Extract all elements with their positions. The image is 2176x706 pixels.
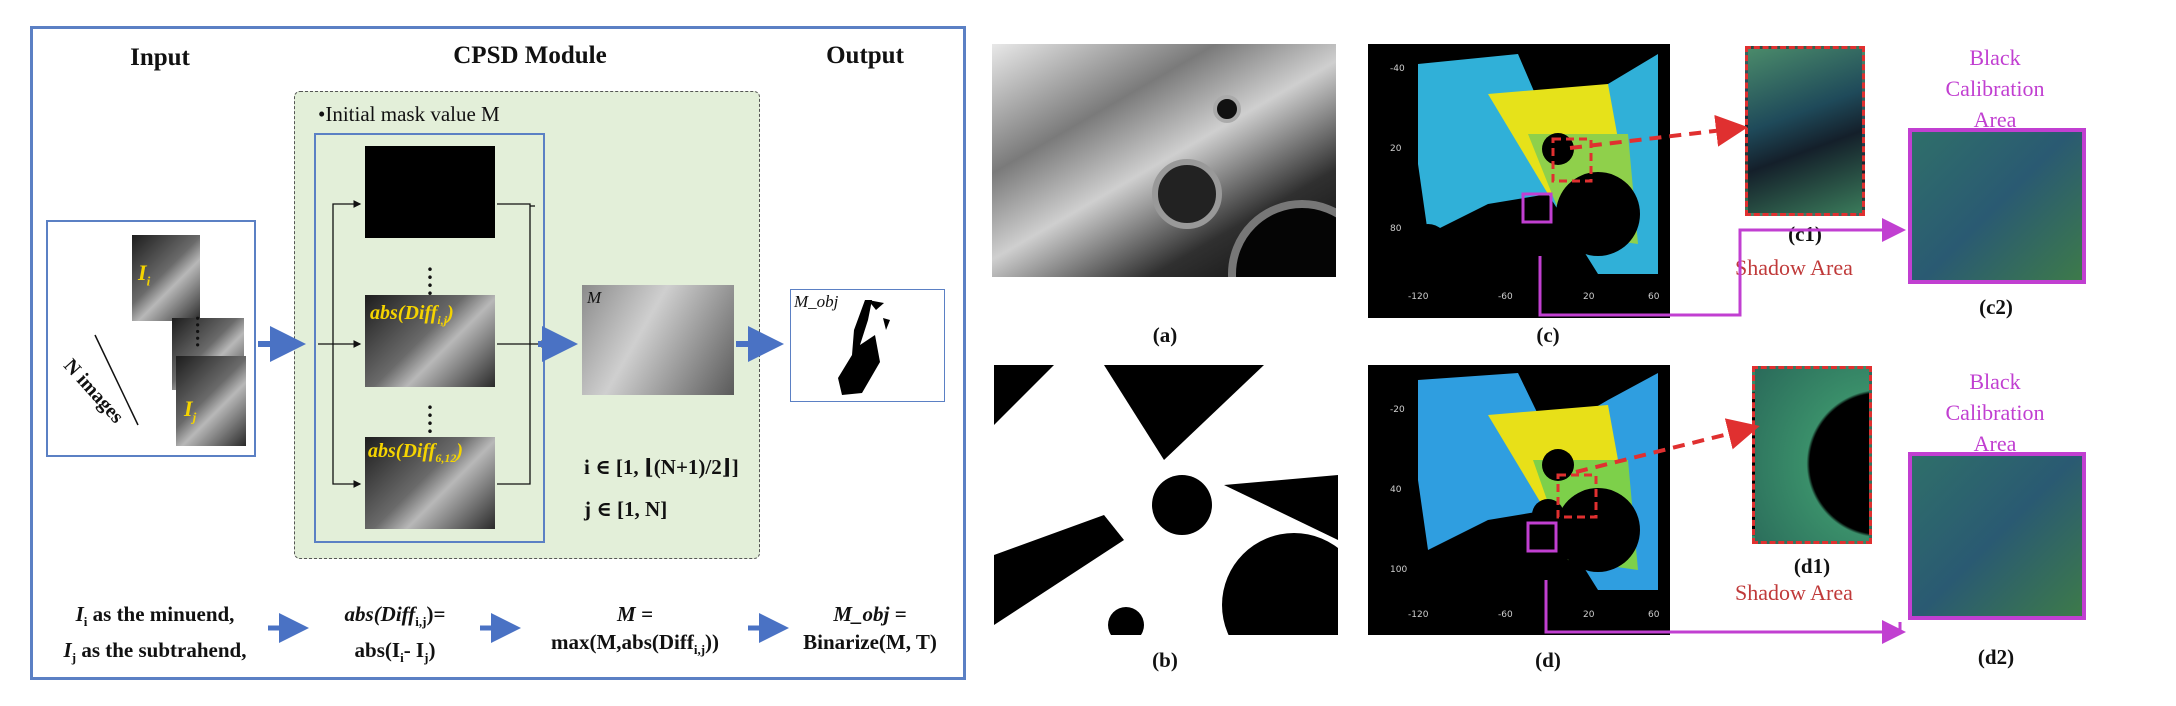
caption-d1: (d1): [1793, 554, 1831, 578]
input-image-i: [132, 235, 200, 321]
diagram-connectors: [94, 200, 890, 643]
index-j-range: j ∈ [1, N]: [584, 497, 668, 521]
diff-first-label: abs(Diffi,j): [370, 302, 454, 327]
image-i-label: Ii: [138, 260, 151, 289]
formula-binarize: M_obj = Binarize(M, T): [803, 602, 937, 654]
image-j-label: Ij: [184, 396, 197, 425]
zoom-c2-calibration: [1908, 128, 2086, 284]
caption-d: (d): [1535, 648, 1561, 672]
zoom-d2-calibration: [1908, 452, 2086, 620]
caption-c2: (c2): [1979, 295, 2013, 319]
diff-image-first: [365, 295, 495, 387]
initial-mask-image: [365, 146, 495, 238]
input-stack-box: [46, 220, 256, 457]
image-b-binary: [994, 365, 1338, 635]
depth-map-d: -20 40 100 -120 -60 20 60: [1368, 365, 1670, 635]
vertical-dots-1: ....: [427, 251, 433, 300]
caption-c1: (c1): [1788, 222, 1822, 246]
black-cal-c: Black Calibration Area: [1945, 45, 2045, 132]
zoom-d1-shadow: [1752, 366, 1872, 544]
mobj-label: M_obj: [794, 292, 839, 311]
mask-m-image: [582, 285, 734, 395]
diff-last-label: abs(Diff6,12): [368, 440, 464, 465]
caption-a: (a): [1152, 323, 1178, 347]
caption-b: (b): [1152, 648, 1178, 672]
caption-c: (c): [1536, 323, 1560, 347]
index-i-range: i ∈ [1, ⌊(N+1)/2⌋]: [584, 455, 739, 479]
input-image-j: [176, 356, 246, 446]
header-input: Input: [130, 44, 190, 71]
mask-m-label: M: [587, 288, 602, 307]
header-output: Output: [826, 42, 904, 69]
shadow-area-d: Shadow Area: [1735, 580, 1853, 605]
formula-minuend-subtrahend: Ii as the minuend, Ij as the subtrahend,: [63, 602, 247, 666]
depth-map-c: -40 20 80 -120 -60 20 60: [1368, 44, 1670, 318]
header-cpsd-module: CPSD Module: [453, 42, 607, 69]
initial-mask-label: •Initial mask value M: [318, 102, 500, 126]
shadow-area-c: Shadow Area: [1735, 255, 1853, 280]
formula-abs-diff: abs(Diffi,j)= abs(Ii- Ij): [344, 602, 446, 666]
diff-image-last: [365, 437, 495, 529]
zoom-connectors: [1538, 114, 1906, 644]
zoom-c1-shadow: [1745, 46, 1865, 216]
vertical-dots-2: ....: [427, 389, 433, 438]
image-a-grayscale: [992, 44, 1336, 277]
black-cal-d: Black Calibration Area: [1945, 369, 2045, 456]
caption-d2: (d2): [1977, 645, 2015, 669]
formula-max: M = max(M,abs(Diffi,j)): [550, 602, 720, 658]
cpsd-diagram-frame: [30, 26, 966, 680]
